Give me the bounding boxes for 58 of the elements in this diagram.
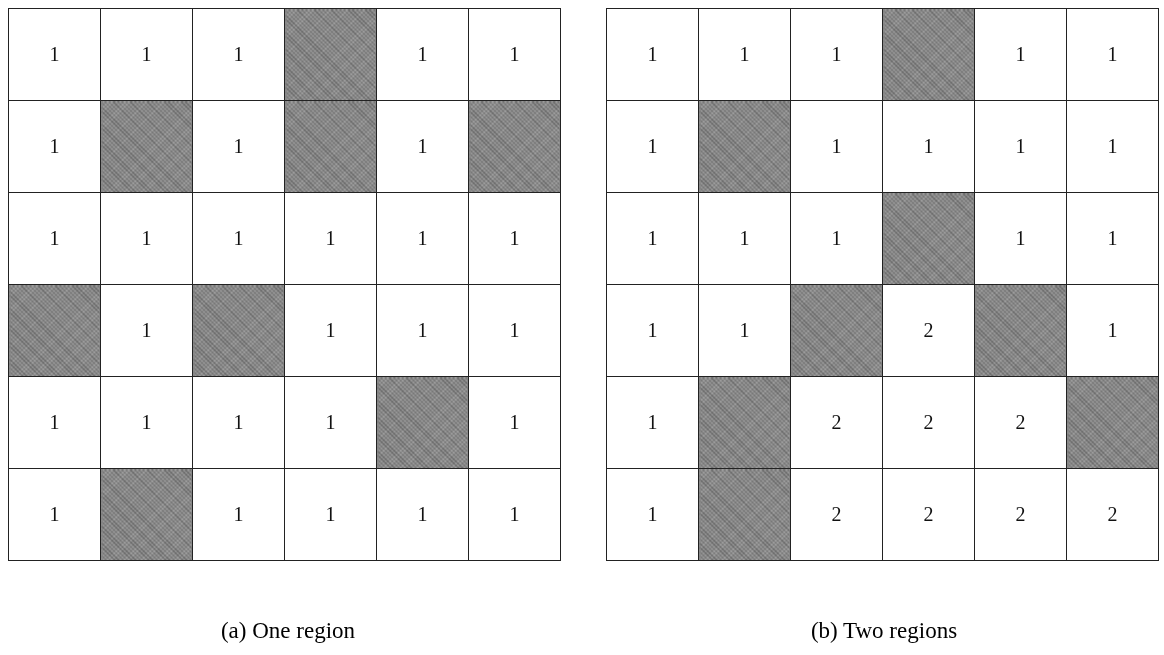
number-cell: 1 [192,100,285,193]
number-cell: 1 [1066,100,1159,193]
number-cell: 1 [8,376,101,469]
number-cell: 2 [882,284,975,377]
number-cell: 1 [606,284,699,377]
number-cell: 1 [606,376,699,469]
number-cell: 1 [100,8,193,101]
number-cell: 1 [192,376,285,469]
number-cell: 2 [790,468,883,561]
number-cell: 1 [606,192,699,285]
number-cell: 1 [8,100,101,193]
number-cell: 1 [606,100,699,193]
number-cell: 1 [192,8,285,101]
number-cell: 1 [882,100,975,193]
number-cell: 1 [698,284,791,377]
figure-caption: (a) One region [220,618,356,644]
number-cell: 1 [192,192,285,285]
number-cell: 1 [698,8,791,101]
number-cell: 2 [882,376,975,469]
number-cell: 1 [606,8,699,101]
number-cell: 1 [468,468,561,561]
number-cell: 1 [376,192,469,285]
number-cell: 1 [284,376,377,469]
number-cell: 1 [284,192,377,285]
number-cell: 1 [192,468,285,561]
number-cell: 1 [790,192,883,285]
number-cell: 1 [8,192,101,285]
number-cell: 1 [974,8,1067,101]
number-cell: 1 [376,468,469,561]
number-cell: 1 [284,468,377,561]
number-cell: 1 [974,100,1067,193]
number-cell: 1 [468,192,561,285]
number-cell: 1 [8,468,101,561]
number-cell: 1 [974,192,1067,285]
number-cell: 1 [376,8,469,101]
number-cell: 2 [1066,468,1159,561]
number-cell: 1 [790,100,883,193]
figure-caption: (b) Two regions [810,618,958,644]
number-cell: 1 [790,8,883,101]
number-cell: 1 [8,8,101,101]
number-cell: 1 [1066,192,1159,285]
number-cell: 2 [974,376,1067,469]
number-cell: 2 [882,468,975,561]
number-cell: 1 [376,284,469,377]
number-cell: 1 [606,468,699,561]
number-cell: 1 [100,284,193,377]
number-cell: 1 [468,8,561,101]
number-cell: 1 [100,376,193,469]
number-cell: 2 [974,468,1067,561]
number-cell: 1 [468,376,561,469]
number-cell: 1 [468,284,561,377]
number-cell: 1 [100,192,193,285]
number-cell: 1 [376,100,469,193]
number-cell: 1 [698,192,791,285]
number-cell: 1 [1066,8,1159,101]
number-cell: 1 [284,284,377,377]
number-cell: 1 [1066,284,1159,377]
number-cell: 2 [790,376,883,469]
